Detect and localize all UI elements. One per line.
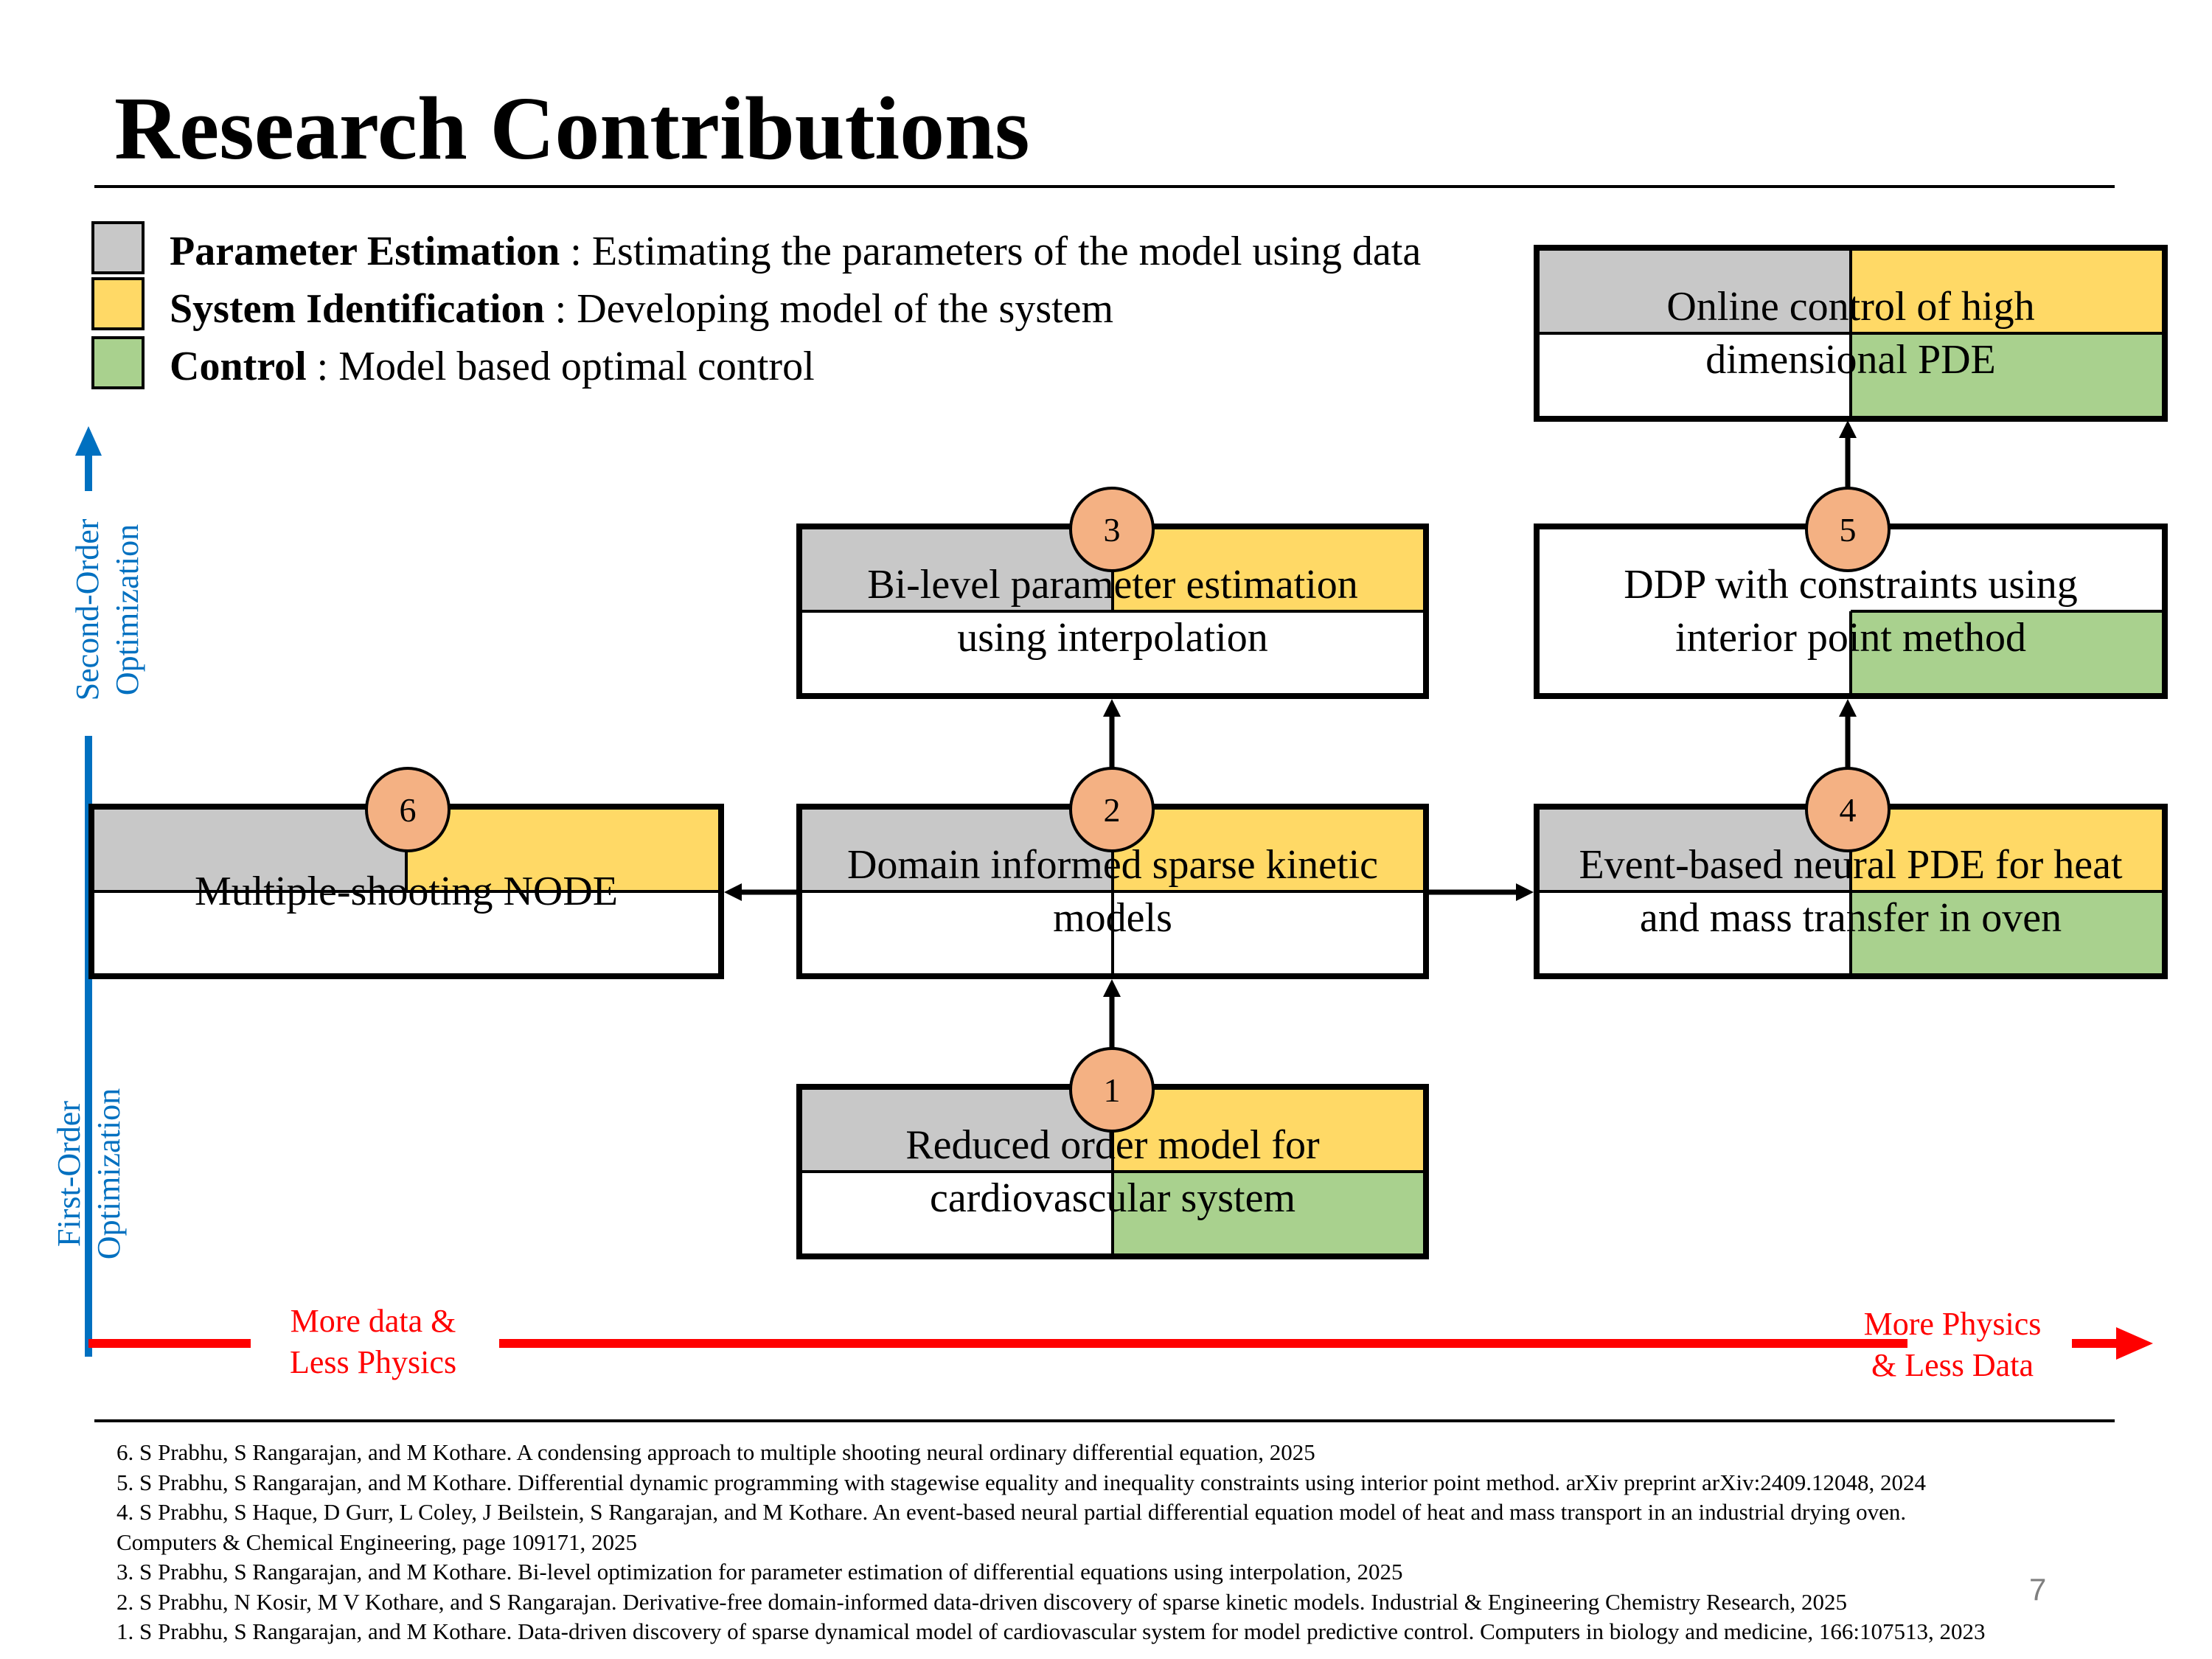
box-divider-v — [1849, 810, 1852, 973]
horizontal-axis-left-segment — [88, 1339, 251, 1348]
reference-item: 5. S Prabhu, S Rangarajan, and M Kothare… — [116, 1469, 1926, 1495]
box-6-text: Multiple-shooting NODE — [195, 869, 618, 914]
vertical-axis-arrowhead — [75, 426, 102, 456]
arrowhead-4-to-5 — [1839, 699, 1857, 717]
vertical-axis-bottom-segment — [85, 1292, 92, 1340]
title-divider — [94, 185, 2115, 188]
legend-item-system-identification: System Identification : Developing model… — [170, 286, 1114, 332]
quadrant-parameter-estimation — [802, 810, 1113, 891]
quadrant-parameter-estimation — [1540, 251, 1851, 333]
reference-item: 2. S Prabhu, N Kosir, M V Kothare, and S… — [116, 1588, 1847, 1615]
box-3-text: Bi-level parameter estimation using inte… — [867, 562, 1358, 661]
page-title: Research Contributions — [114, 79, 1030, 178]
legend-swatch-control — [91, 336, 145, 389]
badge-4: 4 — [1805, 767, 1891, 852]
box-1-text: Reduced order model for cardiovascular s… — [905, 1122, 1320, 1221]
quadrant-control — [1851, 891, 2162, 973]
quadrant-control — [1113, 1172, 1423, 1253]
vertical-axis-bottom — [85, 1292, 92, 1340]
horizontal-axis — [88, 1327, 2153, 1360]
arrowhead-2-to-6 — [724, 883, 742, 901]
page-number: 7 — [2029, 1572, 2047, 1607]
box-divider-v — [1111, 810, 1114, 973]
quadrant-parameter-estimation — [802, 1090, 1113, 1172]
quadrant-parameter-estimation — [1540, 810, 1851, 891]
quadrant-parameter-estimation — [802, 529, 1113, 611]
reference-item: 1. S Prabhu, S Rangarajan, and M Kothare… — [116, 1618, 1986, 1644]
box-divider-v — [1849, 251, 1852, 416]
quadrant-system-identification — [1851, 251, 2162, 333]
vertical-axis — [75, 426, 102, 1357]
badge-3: 3 — [1069, 487, 1155, 572]
reference-item: Computers & Chemical Engineering, page 1… — [116, 1528, 637, 1555]
box-divider-h — [94, 890, 718, 893]
vertical-axis-top-segment — [85, 454, 92, 491]
badge-1: 1 — [1069, 1047, 1155, 1133]
legend-swatch-system-identification — [91, 277, 145, 330]
legend-item-control: Control : Model based optimal control — [170, 344, 815, 389]
more-data-label: More data & Less Physics — [289, 1303, 457, 1380]
box-divider-v — [1111, 1090, 1114, 1253]
quadrant-control — [1851, 611, 2162, 693]
quadrant-system-identification — [1851, 810, 2162, 891]
references: 6. S Prabhu, S Rangarajan, and M Kothare… — [116, 1438, 2181, 1647]
vertical-axis-main-segment — [85, 736, 92, 1357]
badge-6: 6 — [365, 767, 451, 852]
contribution-box-6: Multiple-shooting NODE — [88, 804, 724, 979]
reference-item: 6. S Prabhu, S Rangarajan, and M Kothare… — [116, 1439, 1315, 1465]
box-4-text: Event-based neural PDE for heat and mass… — [1579, 842, 2123, 941]
arrowhead-2-to-3 — [1103, 699, 1121, 717]
horizontal-axis-main-segment — [499, 1339, 1907, 1348]
box-divider-h — [1851, 610, 2162, 613]
quadrant-system-identification — [1113, 1090, 1423, 1172]
reference-item: 3. S Prabhu, S Rangarajan, and M Kothare… — [116, 1559, 1403, 1585]
badge-2: 2 — [1069, 767, 1155, 852]
contribution-box-online-control: Online control of high dimensional PDE — [1534, 245, 2168, 422]
arrowhead-1-to-2 — [1103, 979, 1121, 997]
box-5-text: DDP with constraints using interior poin… — [1624, 562, 2078, 661]
quadrant-system-identification — [406, 810, 718, 891]
legend-item-parameter-estimation: Parameter Estimation : Estimating the pa… — [170, 229, 1422, 274]
quadrant-parameter-estimation — [94, 810, 406, 891]
box-divider-v — [1849, 611, 1852, 693]
reference-item: 4. S Prabhu, S Haque, D Gurr, L Coley, J… — [116, 1499, 1907, 1525]
box-online-control-text: Online control of high dimensional PDE — [1666, 284, 2035, 383]
box-divider-h — [802, 610, 1423, 613]
quadrant-system-identification — [1113, 810, 1423, 891]
more-physics-label: More Physics & Less Data — [1863, 1306, 2042, 1383]
arrowhead-5-to-7 — [1839, 420, 1857, 438]
quadrant-system-identification — [1113, 529, 1423, 611]
quadrant-control — [1851, 333, 2162, 416]
horizontal-axis-arrowhead — [2116, 1327, 2153, 1360]
badge-5: 5 — [1805, 487, 1891, 572]
horizontal-axis-right-segment — [2072, 1339, 2119, 1348]
legend-swatch-parameter-estimation — [91, 221, 145, 274]
references-divider — [94, 1419, 2115, 1422]
connectors — [724, 420, 1857, 1054]
arrowhead-2-to-4 — [1516, 883, 1534, 901]
